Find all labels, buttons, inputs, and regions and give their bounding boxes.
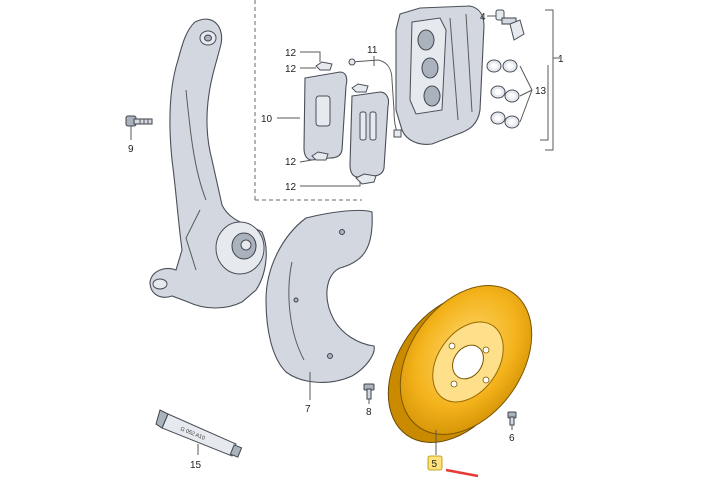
screw-8 bbox=[363, 383, 375, 400]
seal-rings bbox=[486, 59, 520, 129]
splash-shield bbox=[265, 209, 375, 383]
callout-12-d: 12 bbox=[285, 182, 297, 193]
pad-clips bbox=[311, 61, 377, 185]
bolt-9 bbox=[125, 115, 153, 140]
steering-knuckle bbox=[149, 18, 267, 309]
red-pointer-arrow bbox=[445, 468, 479, 478]
caliper-group-bracket bbox=[254, 0, 560, 201]
callout-15: 15 bbox=[190, 460, 202, 471]
callout-7: 7 bbox=[305, 404, 311, 415]
callout-10: 10 bbox=[261, 114, 273, 125]
wear-sensor-wire bbox=[348, 58, 402, 138]
bleeder-valve bbox=[495, 9, 525, 41]
callout-9: 9 bbox=[128, 144, 134, 155]
brake-pads bbox=[303, 71, 390, 178]
callout-13: 13 bbox=[535, 86, 547, 97]
callout-1: 1 bbox=[558, 54, 564, 65]
callout-5: 5 bbox=[432, 459, 438, 470]
callout-6: 6 bbox=[509, 433, 515, 444]
callout-12-c: 12 bbox=[285, 157, 297, 168]
callout-5-highlight bbox=[427, 455, 443, 471]
callout-4: 4 bbox=[480, 12, 486, 23]
brake-disc bbox=[387, 285, 533, 443]
grease-tube: G 052 A10 bbox=[155, 409, 243, 458]
brake-caliper bbox=[395, 5, 485, 145]
callout-11: 11 bbox=[367, 45, 378, 56]
callout-12-a: 12 bbox=[285, 48, 297, 59]
callout-12-b: 12 bbox=[285, 64, 297, 75]
callout-8: 8 bbox=[366, 407, 372, 418]
screw-6 bbox=[507, 411, 517, 426]
